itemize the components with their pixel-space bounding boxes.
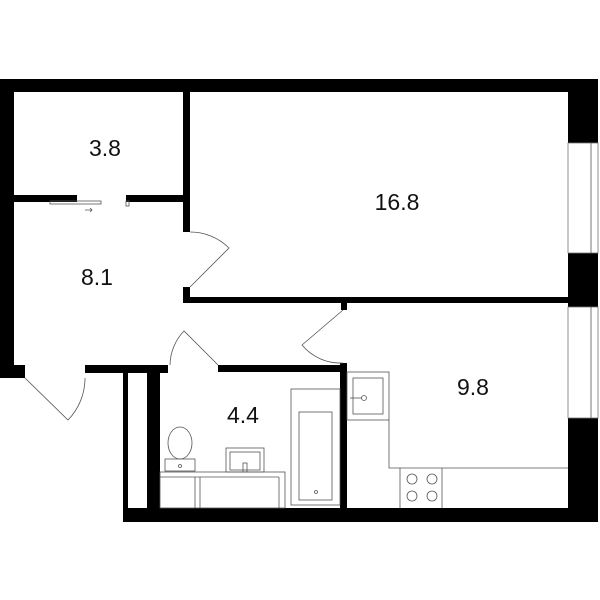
doors bbox=[24, 200, 344, 421]
wall-right-mid bbox=[568, 253, 598, 307]
wall-bath-right bbox=[340, 363, 347, 508]
door-kitchen bbox=[301, 309, 344, 364]
room-area-hallway: 8.1 bbox=[81, 264, 113, 290]
wall-left-stub bbox=[0, 365, 25, 378]
wall-shaft-right bbox=[147, 372, 160, 508]
room-area-living-room: 16.8 bbox=[375, 189, 420, 215]
room-labels: 3.8 16.8 8.1 4.4 9.8 bbox=[81, 135, 489, 428]
windows bbox=[567, 142, 599, 419]
sliding-door-storage bbox=[49, 200, 130, 213]
wall-shaft-left bbox=[123, 372, 128, 508]
wall-kitchen-stub bbox=[341, 303, 347, 310]
wall-hall-bottom-left bbox=[85, 365, 168, 373]
bathroom-counter bbox=[159, 471, 286, 509]
door-bathroom bbox=[169, 330, 219, 366]
room-area-bathroom: 4.4 bbox=[227, 402, 259, 428]
wall-top bbox=[0, 79, 598, 92]
window-living bbox=[567, 142, 599, 254]
wall-storage-bottom-left bbox=[14, 195, 77, 202]
room-area-storage: 3.8 bbox=[89, 135, 121, 161]
door-living-room bbox=[189, 231, 230, 288]
wall-living-stub bbox=[183, 287, 190, 303]
stove-icon bbox=[406, 473, 438, 502]
wall-storage-right bbox=[183, 92, 190, 232]
wall-living-bottom bbox=[183, 297, 568, 303]
kitchen-counter bbox=[388, 420, 568, 508]
wall-storage-bottom-right bbox=[126, 195, 183, 202]
sink-icon bbox=[225, 447, 265, 473]
door-entrance bbox=[24, 377, 86, 421]
wall-bottom bbox=[123, 508, 598, 522]
wall-hall-bottom-right bbox=[218, 365, 347, 372]
wall-left bbox=[0, 79, 14, 378]
walls bbox=[0, 79, 598, 522]
room-area-kitchen: 9.8 bbox=[457, 374, 489, 400]
toilet-icon bbox=[164, 426, 196, 472]
kitchen-sink-icon bbox=[346, 371, 390, 421]
wall-right-bottom bbox=[568, 418, 598, 522]
fixtures bbox=[159, 371, 568, 509]
wall-right-top bbox=[568, 79, 598, 143]
window-kitchen bbox=[567, 306, 599, 419]
bathtub-icon bbox=[290, 388, 341, 506]
